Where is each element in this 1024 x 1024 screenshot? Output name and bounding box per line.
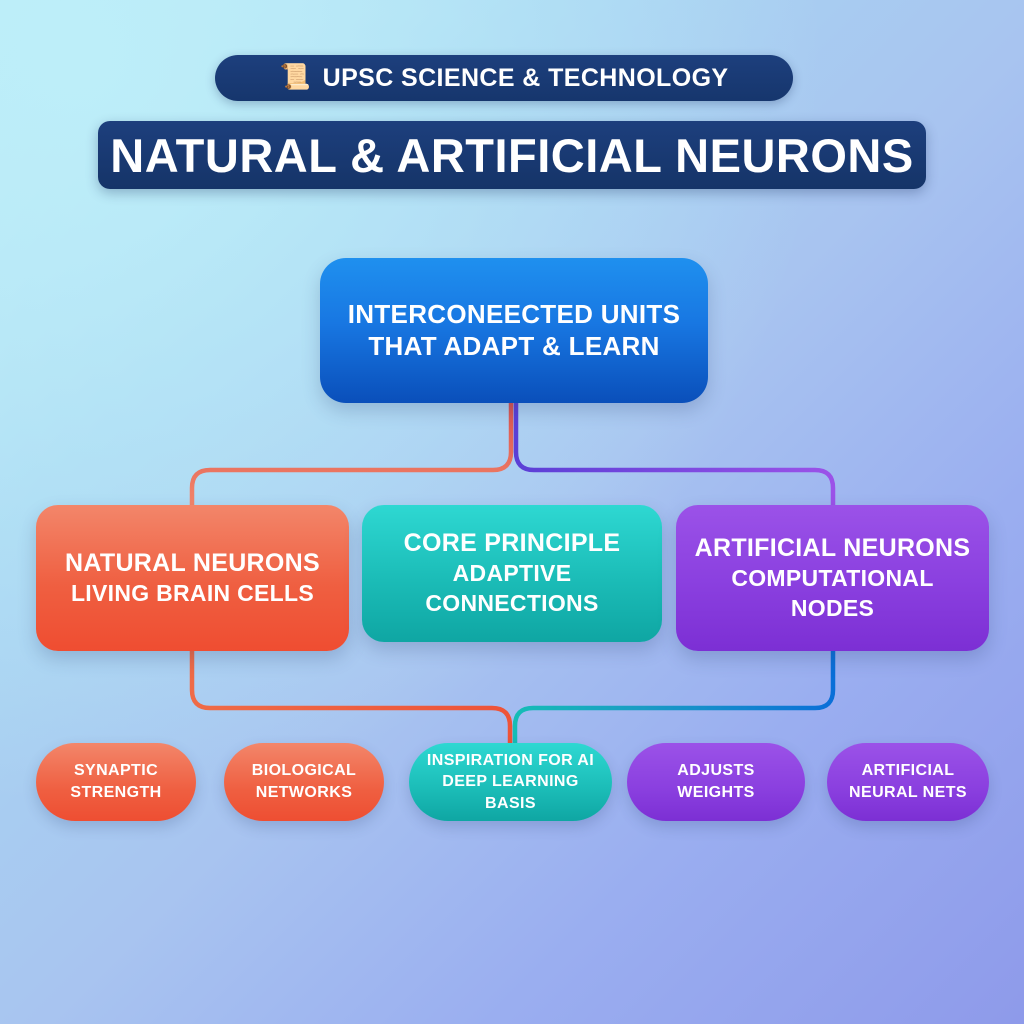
leaf-pill-synaptic-strength: SYNAPTIC STRENGTH bbox=[36, 743, 196, 821]
leaf-pill-text: BIOLOGICAL NETWORKS bbox=[252, 760, 356, 803]
leaf-pill-line1: SYNAPTIC bbox=[73, 762, 159, 780]
branch-node-artificial-neurons: ARTIFICIAL NEURONS COMPUTATIONAL NODES bbox=[676, 505, 989, 651]
root-node-line1: INTERCONEECTED UNITS bbox=[347, 298, 681, 329]
leaf-pill-line2: DEEP LEARNING BASIS bbox=[442, 773, 579, 812]
root-node-line2: THAT ADAPT & LEARN bbox=[368, 330, 660, 361]
category-badge: 📜 UPSC SCIENCE & TECHNOLOGY bbox=[215, 55, 793, 101]
branch-natural-subtitle: LIVING BRAIN CELLS bbox=[70, 579, 315, 606]
branch-node-core-principle: CORE PRINCIPLE ADAPTIVE CONNECTIONS bbox=[362, 505, 662, 642]
wire-artificial-to-inspiration bbox=[512, 648, 836, 748]
branch-core-title: CORE PRINCIPLE bbox=[403, 529, 621, 558]
branch-artificial-subtitle-line1: COMPUTATIONAL bbox=[731, 564, 934, 591]
leaf-pill-line1: ADJUSTS WEIGHTS bbox=[677, 762, 755, 801]
leaf-pill-line1: BIOLOGICAL bbox=[251, 762, 357, 780]
leaf-pill-text: SYNAPTIC STRENGTH bbox=[70, 760, 161, 803]
wire-root-to-natural bbox=[189, 400, 514, 508]
page-title-text: NATURAL & ARTIFICIAL NEURONS bbox=[110, 128, 914, 182]
leaf-pill-text: ARTIFICIAL NEURAL NETS bbox=[849, 760, 967, 803]
leaf-pill-adjusts-weights: ADJUSTS WEIGHTS bbox=[627, 743, 805, 821]
page-title: NATURAL & ARTIFICIAL NEURONS bbox=[98, 121, 926, 189]
branch-node-natural-neurons: NATURAL NEURONS LIVING BRAIN CELLS bbox=[36, 505, 349, 651]
leaf-pill-line1: ARTIFICIAL bbox=[861, 762, 955, 780]
root-node: INTERCONEECTED UNITS THAT ADAPT & LEARN bbox=[320, 258, 708, 403]
branch-artificial-subtitle-line2: NODES bbox=[790, 594, 875, 621]
branch-artificial-title: ARTIFICIAL NEURONS bbox=[694, 533, 971, 562]
leaf-pill-text: INSPIRATION FOR AI DEEP LEARNING BASIS bbox=[421, 750, 600, 815]
branch-core-subtitle-line2: CONNECTIONS bbox=[425, 590, 599, 616]
leaf-pill-line2: NEURAL NETS bbox=[849, 784, 967, 801]
branch-core-subtitle-line1: ADAPTIVE bbox=[452, 560, 572, 587]
scroll-icon: 📜 bbox=[279, 62, 311, 91]
wire-natural-to-inspiration bbox=[189, 648, 513, 748]
leaf-pill-inspiration-for-ai: INSPIRATION FOR AI DEEP LEARNING BASIS bbox=[409, 743, 612, 821]
leaf-pill-biological-networks: BIOLOGICAL NETWORKS bbox=[224, 743, 384, 821]
wire-root-to-artificial bbox=[513, 400, 836, 508]
leaf-pill-line2: STRENGTH bbox=[70, 784, 162, 801]
leaf-pill-artificial-neural-nets: ARTIFICIAL NEURAL NETS bbox=[827, 743, 989, 821]
leaf-pill-line2: NETWORKS bbox=[255, 784, 353, 801]
leaf-pill-text: ADJUSTS WEIGHTS bbox=[639, 760, 793, 803]
branch-natural-title: NATURAL NEURONS bbox=[65, 548, 320, 577]
category-badge-label: UPSC SCIENCE & TECHNOLOGY bbox=[322, 63, 729, 92]
leaf-pill-line1: INSPIRATION FOR AI bbox=[426, 751, 595, 769]
